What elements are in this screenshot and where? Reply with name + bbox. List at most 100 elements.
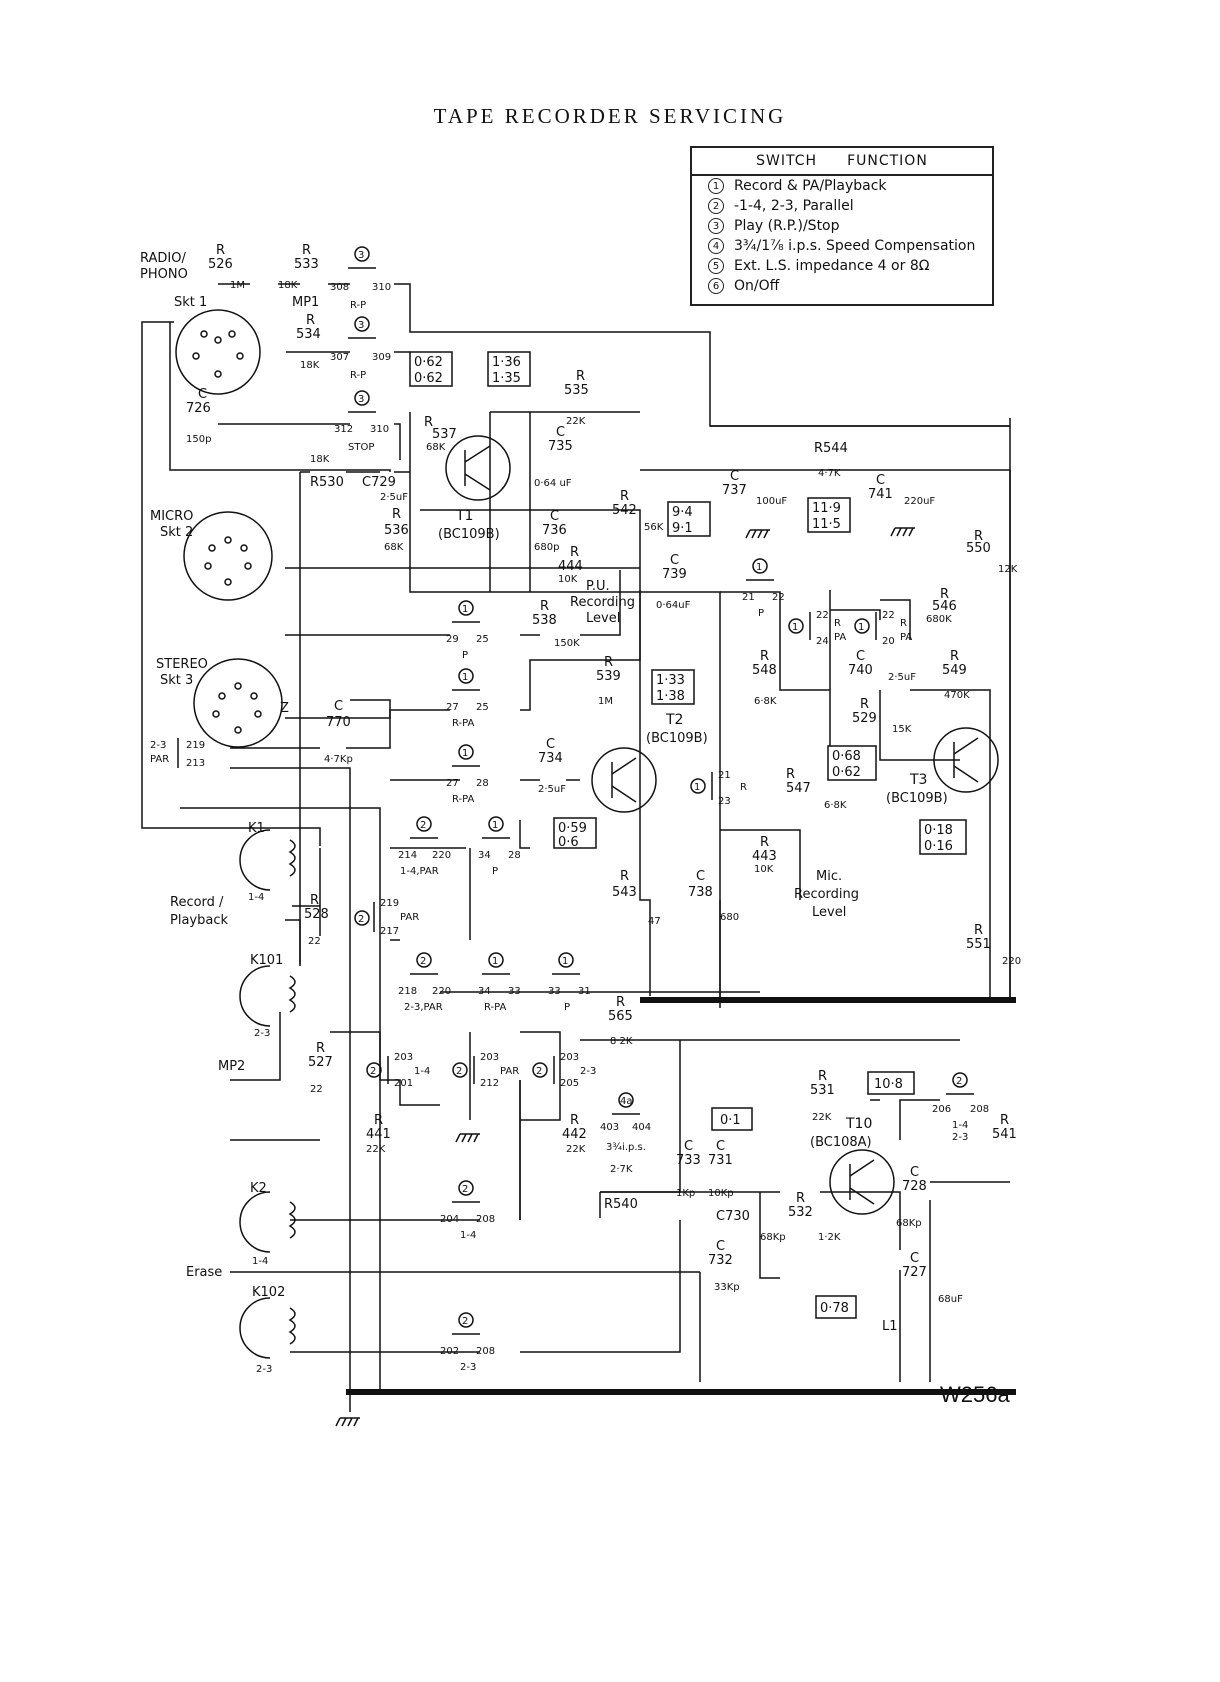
svg-text:PAR: PAR [400,912,419,923]
label-c-prefix: C [334,699,343,714]
label-value: 1Kp [676,1188,695,1199]
svg-text:208: 208 [970,1104,989,1115]
label-value: 68K [384,542,404,553]
switch-number-icon [854,618,870,634]
label-r547: 547 [786,781,811,796]
label-r-prefix: R [1000,1113,1009,1128]
voltage-reading: 9·1 [672,521,693,536]
svg-text:220: 220 [432,850,451,861]
head-k2 [239,1191,296,1253]
label-r-prefix: R [818,1069,827,1084]
legend-row-number: 5 [708,258,724,274]
label-skt2: Skt 2 [160,525,193,540]
label-r-prefix: R [974,923,983,938]
label-r-prefix: R [620,869,629,884]
voltage-reading: 0·16 [924,839,953,854]
label-c741: 741 [868,487,893,502]
label-r-prefix: R [316,1041,325,1056]
svg-text:1: 1 [462,748,468,759]
label-c730: C730 [716,1209,750,1224]
svg-text:2: 2 [536,1066,542,1077]
label-radio-phono: PHONO [140,267,188,282]
label-value: 680K [926,614,952,625]
label-r551: 551 [966,937,991,952]
label-c-prefix: C [910,1251,919,1266]
svg-text:1-4: 1-4 [460,1230,476,1241]
label-z: Z [280,701,289,716]
label-r537: 537 [432,427,457,442]
label-c-prefix: C [546,737,555,752]
svg-text:1: 1 [492,820,498,831]
label-r-prefix: R [576,369,585,384]
voltage-reading: 1·35 [492,371,521,386]
svg-text:3: 3 [358,250,364,261]
din-socket-icon [183,511,273,601]
label-value: 22 [308,936,321,947]
svg-text:205: 205 [560,1078,579,1089]
label-t1-type: (BC109B) [438,527,500,542]
svg-text:2: 2 [370,1066,376,1077]
label-r-prefix: R [860,697,869,712]
svg-text:27: 27 [446,702,459,713]
svg-text:203: 203 [394,1052,413,1063]
svg-text:R-PA: R-PA [484,1002,507,1013]
legend-header: SWITCH FUNCTION [692,148,992,176]
voltage-reading: 1·33 [656,673,685,688]
label-r-prefix: R [302,243,311,258]
svg-text:4a: 4a [620,1096,633,1107]
label-mp1: MP1 [292,295,319,310]
label-erase: Erase [186,1265,222,1280]
label-r-prefix: R [760,835,769,850]
transistor-icon [445,435,511,501]
head-k1 [239,829,296,891]
label-c727: 727 [902,1265,927,1280]
label-c-prefix: C [556,425,565,440]
tape-head-icon [239,829,271,891]
svg-text:2-3,PAR: 2-3,PAR [404,1002,443,1013]
label-value: 68uF [938,1294,963,1305]
label-value: 680p [534,542,559,553]
voltage-reading: 0·78 [820,1301,849,1316]
label-c736: 736 [542,523,567,538]
switch-number-icon [488,952,504,968]
label-value: 4·7Kp [324,754,353,765]
svg-text:R: R [740,782,747,793]
legend-row-text: -1-4, 2-3, Parallel [734,198,854,214]
label-c729: C729 [362,475,396,490]
label-r-prefix: R [940,587,949,602]
transistor-icon [829,1149,895,1215]
svg-text:PAR: PAR [500,1066,519,1077]
label-r540: R540 [604,1197,638,1212]
label-value: 150p [186,434,211,445]
svg-text:212: 212 [480,1078,499,1089]
svg-text:34: 34 [478,986,491,997]
label-value: 22K [812,1112,832,1123]
label-value: 470K [944,690,970,701]
label-r-prefix: R [392,507,401,522]
voltage-reading: 0·6 [558,835,579,850]
svg-text:20: 20 [882,636,895,647]
din-socket-icon [193,658,283,748]
ground-icon [455,1133,481,1143]
label-r-prefix: R [616,995,625,1010]
svg-text:1: 1 [462,672,468,683]
transistor-icon [933,727,999,793]
svg-text:2: 2 [956,1076,962,1087]
switch-number-icon [458,1180,474,1196]
label-mic-level: Mic. [816,869,842,884]
socket-2 [183,511,273,601]
voltage-reading: 11·5 [812,517,841,532]
switch-number-icon [416,816,432,832]
svg-text:307: 307 [330,352,349,363]
label-k102: K102 [252,1285,285,1300]
label-value: 22K [566,416,586,427]
svg-text:24: 24 [816,636,829,647]
